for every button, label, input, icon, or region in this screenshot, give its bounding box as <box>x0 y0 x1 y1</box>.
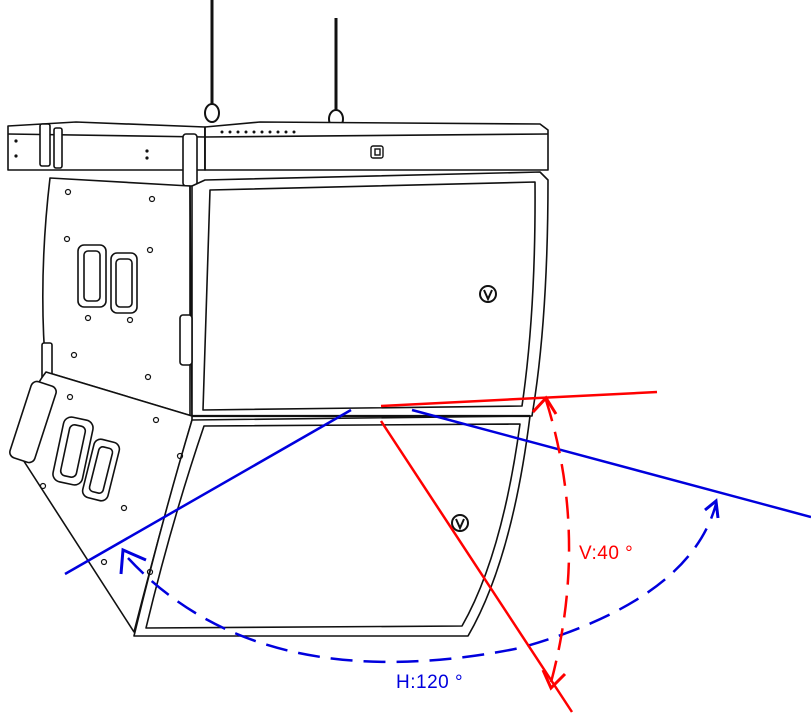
vertical-angle-label: V:40 ° <box>579 543 633 564</box>
vertical-angle-arc <box>544 399 571 687</box>
v-logo-icon <box>479 285 497 303</box>
vertical-coverage <box>379 390 658 713</box>
vertical-boundary-top <box>380 390 658 408</box>
horizontal-arrowhead-right <box>704 498 720 519</box>
v-logo-icon <box>451 514 469 532</box>
suspension-cables <box>210 0 338 110</box>
vertical-arrowhead-top <box>531 395 558 415</box>
horizontal-arrowhead-left <box>119 547 147 575</box>
horizontal-boundary-left <box>64 408 352 576</box>
vertical-arrowhead-bottom <box>541 669 567 691</box>
horizontal-coverage <box>64 408 811 664</box>
upper-cabinet <box>41 171 549 417</box>
horizontal-boundary-right <box>411 408 811 519</box>
vertical-boundary-bottom <box>379 420 574 713</box>
horizontal-angle-label: H:120 ° <box>396 672 463 693</box>
rigging-frame <box>7 121 549 187</box>
horizontal-angle-arc <box>127 503 718 664</box>
connector-icon <box>370 145 384 159</box>
lower-cabinet <box>9 371 531 637</box>
